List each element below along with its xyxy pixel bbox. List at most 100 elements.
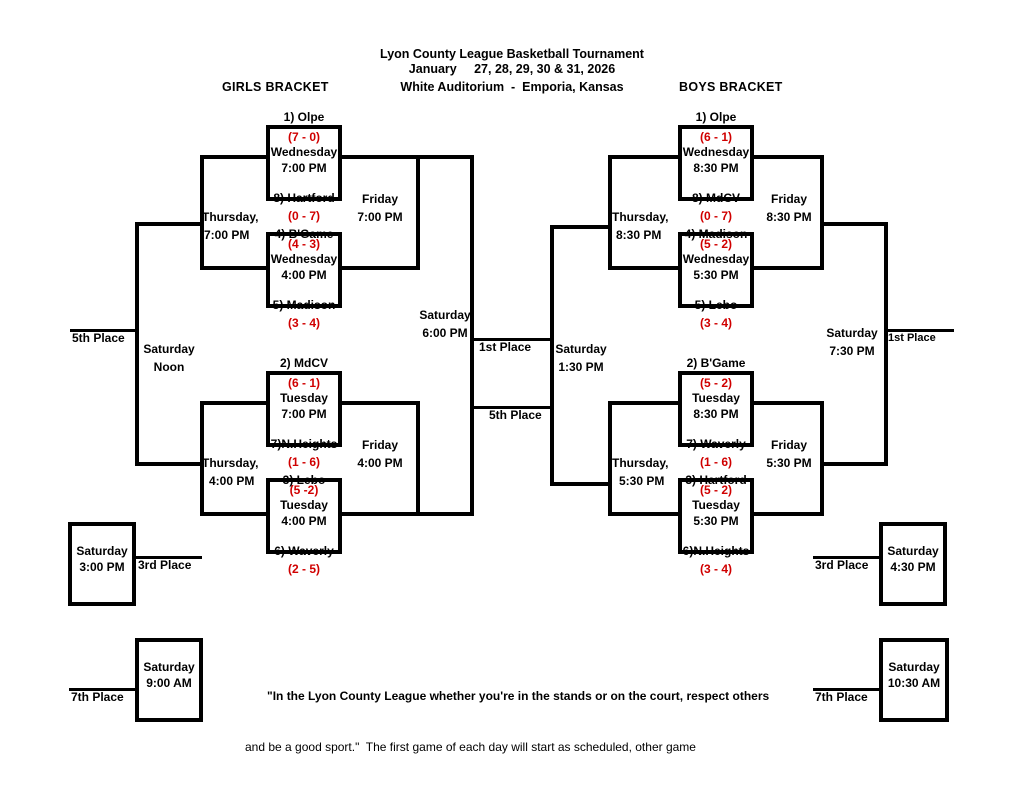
girls-consolation-upper-day: Thursday,: [202, 210, 259, 224]
boys-consolation-lower-day: Thursday,: [612, 456, 669, 470]
girls-cons-upper-left-line: [200, 155, 204, 270]
boys-final-right-line: [884, 222, 888, 466]
boys-third-place-day: Saturday: [887, 544, 939, 558]
girls-semi-upper-top-line: [340, 155, 420, 159]
boys-game-2-top-seed: 4) Madison: [684, 227, 748, 241]
boys-game-4[interactable]: (5 - 2) Tuesday 5:30 PM: [678, 478, 754, 554]
girls-game-1-top-seed: 1) Olpe: [283, 110, 325, 124]
boys-cons-lower-left-line: [608, 401, 612, 516]
girls-game-1-bottom-seed: 8) Hartford: [273, 191, 335, 205]
girls-third-place-box[interactable]: Saturday 3:00 PM: [68, 522, 136, 606]
girls-game-3-time: 7:00 PM: [281, 407, 327, 421]
girls-fifth-place-time: Noon: [153, 360, 185, 374]
girls-cons-upper-bottom-line: [200, 266, 270, 270]
girls-game-4-time: 4:00 PM: [281, 514, 327, 528]
girls-game-3-bottom-record: (1 - 6): [287, 455, 320, 469]
girls-seventh-place-day: Saturday: [143, 660, 195, 674]
boys-game-2-day: Wednesday: [682, 252, 750, 266]
boys-semifinal-lower-time: 5:30 PM: [766, 456, 812, 470]
girls-seventh-place-time: 9:00 AM: [146, 676, 192, 690]
girls-final-bottom-line: [416, 512, 474, 516]
boys-cons-lower-bottom-line: [608, 512, 682, 516]
girls-game-3[interactable]: (6 - 1) Tuesday 7:00 PM: [266, 371, 342, 447]
girls-final-right-line: [470, 155, 474, 516]
boys-game-4-bottom-record: (3 - 4): [699, 562, 732, 576]
girls-semifinal-lower-day: Friday: [361, 438, 398, 452]
girls-semi-lower-top-line: [340, 401, 420, 405]
boys-game-3-bottom-record: (1 - 6): [699, 455, 732, 469]
girls-fifth-place-day: Saturday: [143, 342, 195, 356]
center-first-place-label: 1st Place: [479, 340, 532, 354]
girls-game-3-day: Tuesday: [280, 391, 328, 405]
center-first-place-line: [470, 338, 554, 341]
girls-third-place-stub-line: [136, 556, 202, 559]
girls-consolation-lower-time: 4:00 PM: [209, 474, 255, 488]
girls-game-3-bottom-seed: 7)N.Heights: [270, 437, 338, 451]
girls-fifth-place-label: 5th Place: [72, 331, 125, 345]
girls-semifinal-upper-day: Friday: [361, 192, 398, 206]
boys-fifth-place-day: Saturday: [555, 342, 607, 356]
girls-final-day: Saturday: [419, 308, 471, 322]
boys-semi-lower-bottom-line: [750, 512, 824, 516]
boys-game-1-top-seed: 1) Olpe: [695, 110, 737, 124]
boys-final-day: Saturday: [826, 326, 878, 340]
girls-cons-lower-bottom-line: [200, 512, 270, 516]
girls-game-2-bottom-record: (3 - 4): [287, 316, 320, 330]
girls-fifth-left-line: [135, 222, 139, 466]
boys-game-1-top-record: (6 - 1): [699, 130, 732, 144]
boys-cons-lower-top-line: [608, 401, 682, 405]
girls-game-2-bottom-seed: 5) Madison: [272, 298, 336, 312]
girls-seventh-place-box[interactable]: Saturday 9:00 AM: [135, 638, 203, 722]
girls-game-2[interactable]: (4 - 3) Wednesday 4:00 PM: [266, 232, 342, 308]
girls-game-1-top-record: (7 - 0): [287, 130, 320, 144]
boys-game-3[interactable]: (5 - 2) Tuesday 8:30 PM: [678, 371, 754, 447]
girls-cons-upper-top-line: [200, 155, 270, 159]
boys-third-place-time: 4:30 PM: [890, 560, 936, 574]
girls-game-1-time: 7:00 PM: [281, 161, 327, 175]
boys-bracket-heading: BOYS BRACKET: [679, 80, 783, 94]
boys-seventh-place-time: 10:30 AM: [887, 676, 941, 690]
boys-game-1-time: 8:30 PM: [693, 161, 739, 175]
tournament-dates: January 27, 28, 29, 30 & 31, 2026: [408, 62, 616, 76]
boys-game-4-top-seed: 3) Hartford: [685, 473, 747, 487]
boys-consolation-lower-time: 5:30 PM: [619, 474, 665, 488]
boys-game-4-time: 5:30 PM: [693, 514, 739, 528]
boys-semi-lower-top-line: [750, 401, 824, 405]
girls-game-4[interactable]: (5 -2) Tuesday 4:00 PM: [266, 478, 342, 554]
boys-final-top-line: [820, 222, 888, 226]
boys-seventh-place-stub-line: [813, 688, 881, 691]
boys-third-place-stub-line: [813, 556, 881, 559]
girls-third-place-label: 3rd Place: [138, 558, 192, 572]
boys-third-place-box[interactable]: Saturday 4:30 PM: [879, 522, 947, 606]
boys-cons-upper-bottom-line: [608, 266, 682, 270]
boys-semifinal-upper-time: 8:30 PM: [766, 210, 812, 224]
girls-semi-lower-bottom-line: [340, 512, 420, 516]
girls-third-place-day: Saturday: [76, 544, 128, 558]
girls-cons-lower-top-line: [200, 401, 270, 405]
girls-semifinal-upper-time: 7:00 PM: [357, 210, 403, 224]
boys-game-2-bottom-seed: 5) Lebo: [694, 298, 738, 312]
girls-game-4-bottom-record: (2 - 5): [287, 562, 320, 576]
girls-game-2-day: Wednesday: [270, 252, 338, 266]
boys-game-1[interactable]: (6 - 1) Wednesday 8:30 PM: [678, 125, 754, 201]
boys-game-2-time: 5:30 PM: [693, 268, 739, 282]
boys-game-2-top-record: (5 - 2): [699, 237, 732, 251]
girls-game-2-top-record: (4 - 3): [287, 237, 320, 251]
boys-seventh-place-day: Saturday: [888, 660, 940, 674]
boys-fifth-top-line: [550, 225, 608, 229]
girls-semi-lower-right-line: [416, 401, 420, 516]
boys-cons-upper-top-line: [608, 155, 682, 159]
girls-game-2-top-seed: 4) B'Game: [274, 227, 334, 241]
page-title: Lyon County League Basketball Tournament: [380, 47, 644, 61]
boys-seventh-place-box[interactable]: Saturday 10:30 AM: [879, 638, 949, 722]
girls-fifth-bottom-line: [135, 462, 202, 466]
girls-third-place-time: 3:00 PM: [79, 560, 125, 574]
boys-fifth-left-line: [550, 225, 554, 486]
girls-fifth-top-line: [135, 222, 202, 226]
footer-quote-line-1: "In the Lyon County League whether you'r…: [267, 689, 770, 703]
girls-consolation-lower-day: Thursday,: [202, 456, 259, 470]
boys-game-2[interactable]: (5 - 2) Wednesday 5:30 PM: [678, 232, 754, 308]
girls-semifinal-lower-time: 4:00 PM: [357, 456, 403, 470]
girls-game-1[interactable]: (7 - 0) Wednesday 7:00 PM: [266, 125, 342, 201]
boys-game-4-day: Tuesday: [692, 498, 740, 512]
